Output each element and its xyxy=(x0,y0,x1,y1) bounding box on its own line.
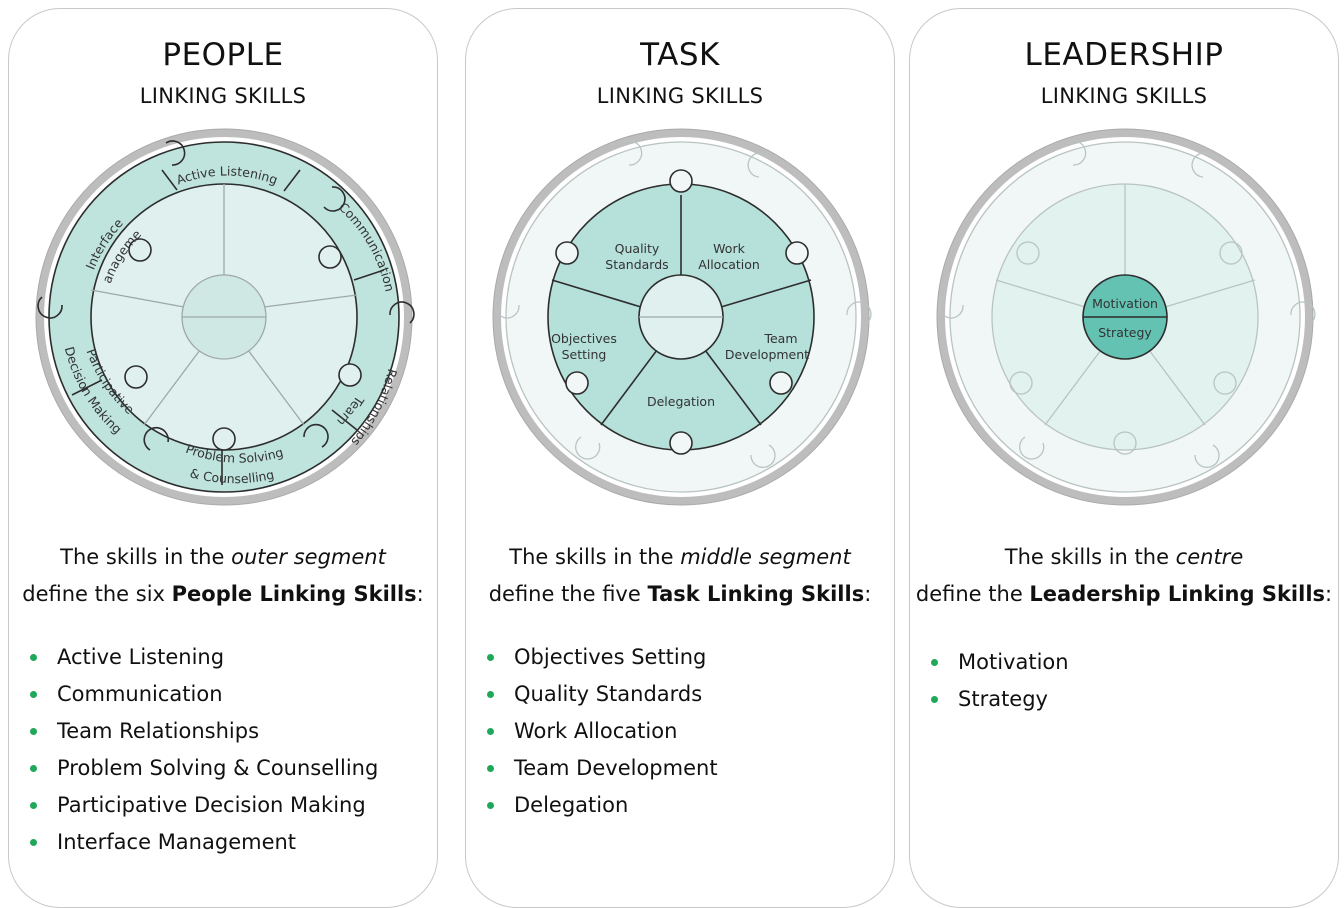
desc-text: define the xyxy=(915,582,1030,606)
panel-people: PEOPLE LINKING SKILLS xyxy=(8,8,438,908)
desc-text: The skills in the xyxy=(1004,545,1176,569)
panel-subtitle: LINKING SKILLS xyxy=(1040,84,1208,108)
panel-title: PEOPLE xyxy=(162,37,284,73)
wheel-label-delegation: Delegation xyxy=(647,394,715,409)
wheel-label-objectives-1: Objectives xyxy=(551,331,617,346)
list-item: Strategy xyxy=(928,681,1069,718)
leadership-skills-wheel: Motivation Strategy xyxy=(936,128,1316,506)
wheel-label-work-2: Allocation xyxy=(698,257,760,272)
wheel-label-strategy: Strategy xyxy=(1098,325,1152,340)
panel-description: The skills in the middle segment define … xyxy=(466,539,894,613)
skills-list: Motivation Strategy xyxy=(928,644,1069,718)
wheel-label-problem-solving-2: & Counselling xyxy=(188,465,275,486)
desc-text: The skills in the xyxy=(60,545,232,569)
desc-emphasis: middle segment xyxy=(680,545,851,569)
list-item: Team Development xyxy=(484,750,718,787)
wheel-label-team-dev-2: Development xyxy=(725,347,809,362)
list-item: Active Listening xyxy=(27,639,378,676)
list-item: Interface Management xyxy=(27,824,378,861)
wheel-label-team-dev-1: Team xyxy=(763,331,797,346)
desc-strong: Leadership Linking Skills xyxy=(1029,582,1326,606)
list-item: Communication xyxy=(27,676,378,713)
wheel-label-work-1: Work xyxy=(713,241,745,256)
task-skills-wheel: Quality Standards Work Allocation Object… xyxy=(492,128,872,506)
desc-text: The skills in the xyxy=(509,545,681,569)
list-item: Participative Decision Making xyxy=(27,787,378,824)
list-item: Problem Solving & Counselling xyxy=(27,750,378,787)
people-skills-wheel: Active Listening Communication Team Rela… xyxy=(32,125,415,506)
skills-list: Objectives Setting Quality Standards Wor… xyxy=(484,639,718,824)
desc-emphasis: centre xyxy=(1175,545,1244,569)
panel-subtitle: LINKING SKILLS xyxy=(596,84,764,108)
svg-text:& Counselling: & Counselling xyxy=(188,465,275,486)
desc-emphasis: outer segment xyxy=(231,545,386,569)
desc-colon: : xyxy=(1325,582,1333,606)
panel-leadership: LEADERSHIP LINKING SKILLS xyxy=(909,8,1339,908)
wheel-label-quality-2: Standards xyxy=(605,257,668,272)
list-item: Motivation xyxy=(928,644,1069,681)
panel-subtitle: LINKING SKILLS xyxy=(139,84,307,108)
desc-text: define the six xyxy=(22,582,172,606)
wheel-label-motivation: Motivation xyxy=(1092,296,1158,311)
desc-strong: Task Linking Skills xyxy=(647,582,865,606)
list-item: Team Relationships xyxy=(27,713,378,750)
desc-strong: People Linking Skills xyxy=(171,582,417,606)
panel-title: TASK xyxy=(640,37,720,73)
wheel-label-quality-1: Quality xyxy=(615,241,660,256)
panel-description: The skills in the centre define the Lead… xyxy=(910,539,1338,613)
list-item: Quality Standards xyxy=(484,676,718,713)
skills-list: Active Listening Communication Team Rela… xyxy=(27,639,378,861)
panel-task: TASK LINKING SKILLS xyxy=(465,8,895,908)
list-item: Delegation xyxy=(484,787,718,824)
list-item: Work Allocation xyxy=(484,713,718,750)
wheel-label-objectives-2: Setting xyxy=(562,347,607,362)
desc-text: define the five xyxy=(488,582,648,606)
panel-title: LEADERSHIP xyxy=(1024,37,1224,73)
desc-colon: : xyxy=(416,582,424,606)
desc-colon: : xyxy=(864,582,872,606)
panel-description: The skills in the outer segment define t… xyxy=(9,539,437,613)
list-item: Objectives Setting xyxy=(484,639,718,676)
